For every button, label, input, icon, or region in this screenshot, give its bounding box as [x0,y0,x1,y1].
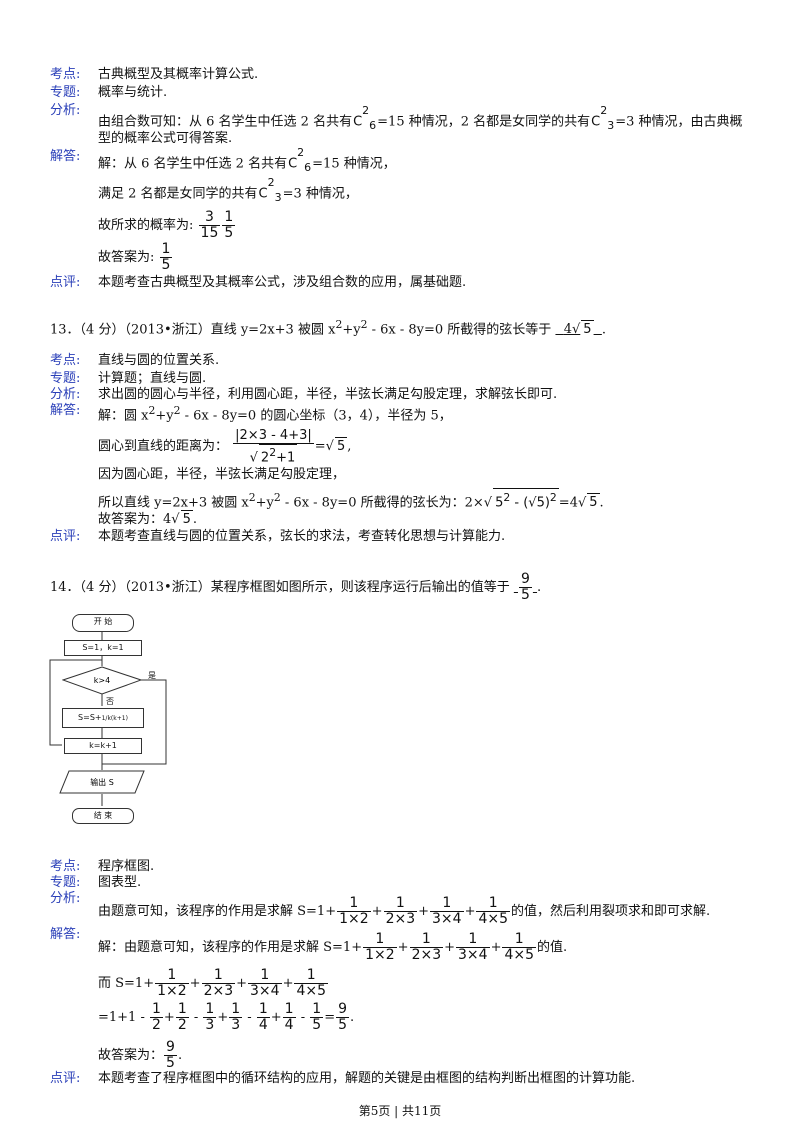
jieda-line-2: 满足 2 名都是女同学的共有C23=3 种情况， [98,176,358,204]
fc-update: S=S+1/k(k+1) [62,708,144,728]
fc-yes: 是 [148,671,156,680]
fc-output-label: 输出 S [90,777,114,787]
q14-label-dianping: 点评: [50,1071,81,1086]
fc-cond: k>4 [94,676,110,685]
q13-jie-5: 故答案为：4√5. [98,510,197,527]
fc-inc: k=k+1 [64,738,142,754]
q13-zhuanti: 计算题；直线与圆. [98,371,207,386]
q14-label-jieda: 解答: [50,927,81,942]
q13-label-jieda: 解答: [50,403,81,418]
page-footer: 第5页 | 共11页 [358,1104,442,1118]
q13-jie-3: 因为圆心距，半径，半弦长满足勾股定理， [98,467,346,482]
label-dianping: 点评: [50,275,81,290]
q13-jie-2: 圆心到直线的距离为： |2×3 - 4+3|√22+1=√5, [98,428,352,466]
q14-label-zhuanti: 专题: [50,875,81,890]
fc-decision: k>4 [62,666,142,695]
q13-jie-1: 解：圆 x2+y2 - 6x - 8y=0 的圆心坐标（3，4），半径为 5， [98,404,452,424]
q13-fenxi: 求出圆的圆心与半径，利用圆心距，半径，半弦长满足勾股定理，求解弦长即可. [98,387,558,402]
dianping-text: 本题考查古典概型及其概率公式，涉及组合数的应用，属基础题. [98,275,467,290]
fc-output: 输出 S [59,770,145,794]
q13-label-dianping: 点评: [50,529,81,544]
kaodian-text: 古典概型及其概率计算公式. [98,67,259,82]
q14-dianping: 本题考查了程序框图中的循环结构的应用，解题的关键是由框图的结构判断出框图的计算功… [98,1071,636,1086]
q13-kaodian: 直线与圆的位置关系. [98,353,220,368]
q13-label-fenxi: 分析: [50,387,81,402]
flowchart: 开 始 S=1，k=1 k>4 是 否 S=S+1/k(k+1) k=k+1 输… [40,610,190,850]
label-jieda: 解答: [50,149,81,164]
q13-label-zhuanti: 专题: [50,371,81,386]
q14-label-fenxi: 分析: [50,891,81,906]
label-fenxi: 分析: [50,103,81,118]
fc-end: 结 束 [72,808,134,824]
q13-dianping: 本题考查直线与圆的位置关系，弦长的求法，考查转化思想与计算能力. [98,529,506,544]
jieda-line-1: 解：从 6 名学生中任选 2 名共有C26=15 种情况， [98,146,396,174]
label-zhuanti: 专题: [50,85,81,100]
q13-jie-4: 所以直线 y=2x+3 被圆 x2+y2 - 6x - 8y=0 所截得的弦长为… [98,488,604,512]
fenxi-line-1: 由组合数可知：从 6 名学生中任选 2 名共有C26=15 种情况，2 名都是女… [98,104,743,132]
fc-init: S=1，k=1 [64,640,142,656]
q14-stem: 14．（4 分）（2013•浙江）某程序框图如图所示，则该程序运行后输出的值等于… [50,571,542,603]
q14-label-kaodian: 考点: [50,859,81,874]
label-kaodian: 考点: [50,67,81,82]
q13-stem: 13．（4 分）（2013•浙江）直线 y=2x+3 被圆 x2+y2 - 6x… [50,318,606,338]
zhuanti-text: 概率与统计. [98,85,168,100]
fc-start: 开 始 [72,614,134,632]
q13-label-kaodian: 考点: [50,353,81,368]
q14-kaodian: 程序框图. [98,859,155,874]
fenxi-line-2: 型的概率公式可得答案. [98,131,233,146]
fc-no: 否 [106,697,114,706]
q14-zhuanti: 图表型. [98,875,142,890]
